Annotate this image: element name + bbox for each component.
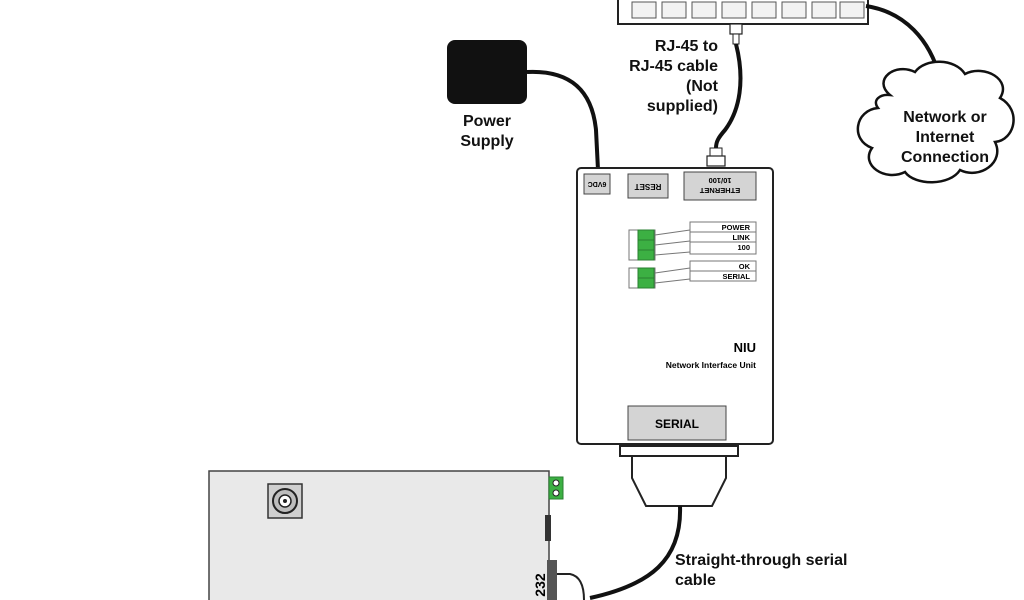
led-100-label: 100 bbox=[737, 243, 750, 252]
port-ethernet-label-line1: ETHERNET bbox=[699, 186, 740, 195]
rj45-cable bbox=[706, 23, 743, 167]
power-supply-label-line1: Power bbox=[463, 113, 511, 130]
bnc-connector-icon bbox=[267, 483, 303, 519]
rs232-port bbox=[547, 560, 557, 600]
network-switch bbox=[617, 0, 869, 25]
rj45-label-line2: RJ-45 cable bbox=[629, 58, 718, 75]
led-serial bbox=[637, 277, 655, 289]
port-6vdc bbox=[583, 173, 611, 195]
port-ethernet-label-line2: 10/100 bbox=[709, 176, 732, 185]
port-6vdc-label: 6VDC bbox=[588, 180, 607, 187]
led-power bbox=[637, 229, 655, 241]
serial-cable bbox=[589, 505, 683, 600]
led-power-label: POWER bbox=[722, 223, 751, 232]
niu-serial-port-label: SERIAL bbox=[655, 417, 699, 431]
led-link-label: LINK bbox=[733, 233, 751, 242]
network-label-line1: Network or bbox=[903, 109, 987, 126]
power-supply-label-line2: Supply bbox=[460, 133, 513, 150]
serial-cable-label-line2: cable bbox=[675, 572, 716, 589]
side-port bbox=[545, 515, 551, 541]
niu-serial-port bbox=[627, 405, 727, 441]
port-reset bbox=[627, 173, 669, 199]
network-label-line3: Connection bbox=[901, 149, 989, 166]
rs232-label: 232 bbox=[532, 573, 548, 597]
rj45-label-line1: RJ-45 to bbox=[655, 38, 718, 55]
niu-subtitle: Network Interface Unit bbox=[666, 360, 756, 370]
led-ok bbox=[637, 267, 655, 279]
niu-title: NIU bbox=[734, 340, 756, 355]
led-group-serial: OK SERIAL bbox=[628, 260, 757, 289]
serial-connector-device bbox=[557, 573, 585, 600]
serial-connector-niu bbox=[631, 455, 727, 507]
led-100 bbox=[637, 249, 655, 261]
power-cable bbox=[526, 69, 600, 171]
controller-device: 232 bbox=[208, 470, 585, 600]
port-reset-label: RESET bbox=[635, 182, 662, 191]
niu-device: 6VDC RESET ETHERNET 10/100 POWER LINK 10… bbox=[576, 167, 774, 445]
power-supply-icon bbox=[447, 40, 527, 104]
led-serial-label: SERIAL bbox=[722, 272, 750, 281]
rj45-label-line3: (Not bbox=[686, 78, 719, 95]
network-cloud bbox=[856, 60, 1015, 184]
led-link bbox=[637, 239, 655, 251]
network-label-line2: Internet bbox=[916, 129, 975, 146]
port-ethernet bbox=[683, 171, 757, 201]
led-ok-label: OK bbox=[739, 262, 751, 271]
serial-cable-label-line1: Straight-through serial bbox=[675, 552, 847, 569]
rj45-label-line4: supplied) bbox=[647, 98, 718, 115]
led-group-network: POWER LINK 100 bbox=[628, 221, 757, 261]
terminal-block-icon bbox=[548, 476, 564, 500]
